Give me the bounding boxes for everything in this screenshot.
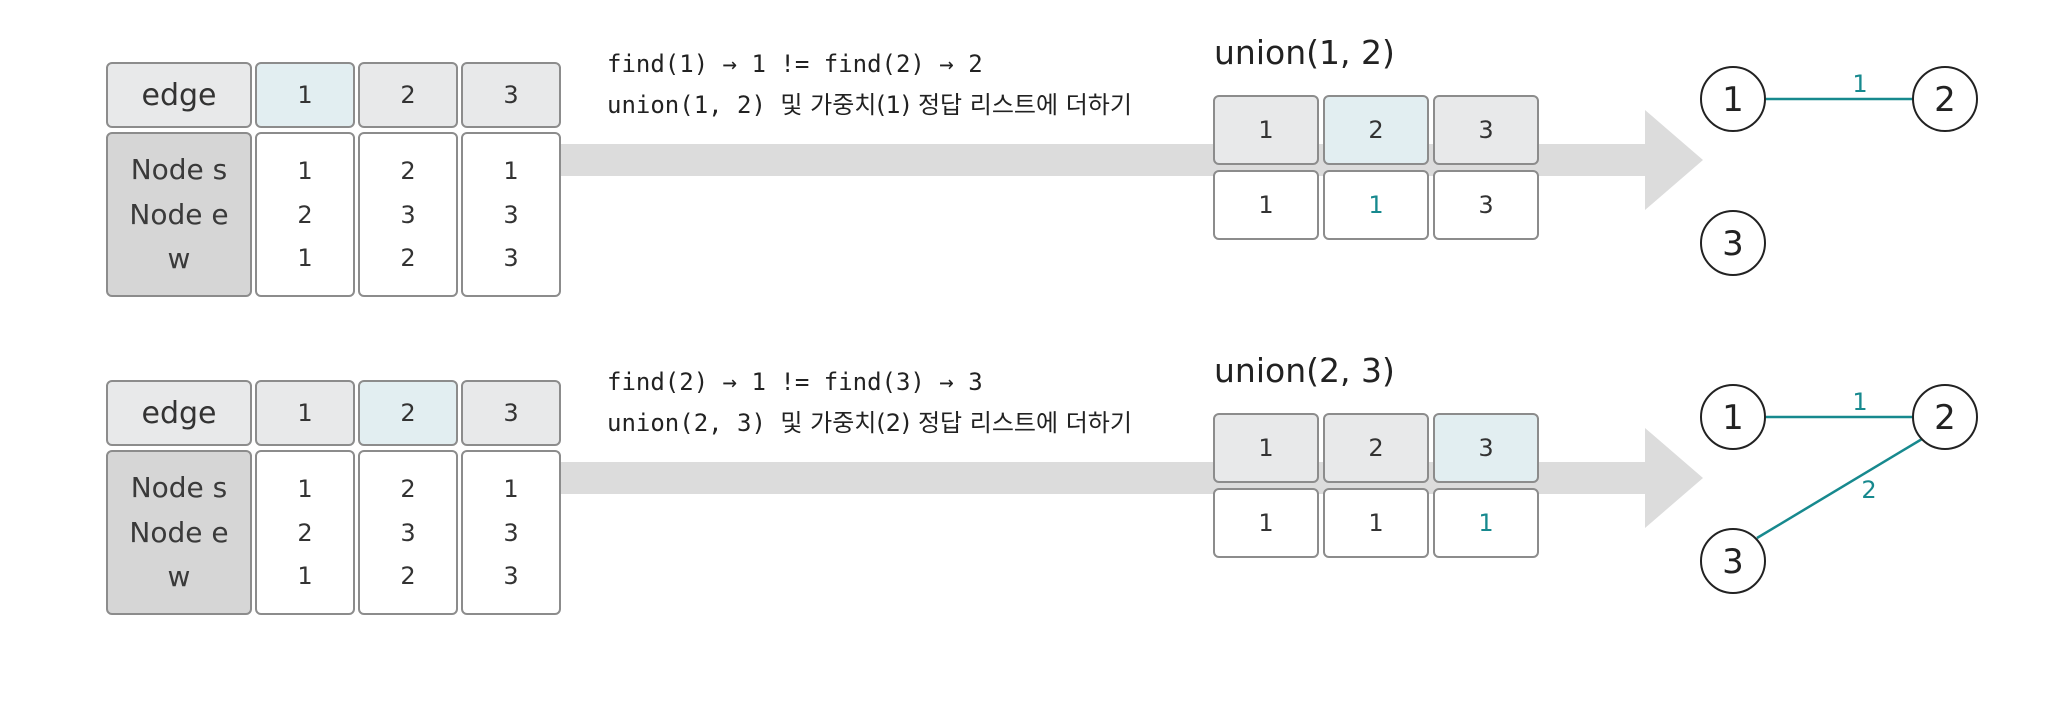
union-action-text: union(2, 3) 및 가중치(2) 정답 리스트에 더하기 bbox=[607, 411, 1132, 435]
edge-index-cell: 3 bbox=[461, 380, 561, 446]
row-label: Node s bbox=[130, 471, 228, 505]
node-s-value: 1 bbox=[503, 157, 519, 186]
parent-value-cell: 1 bbox=[1323, 488, 1429, 558]
node-label: 2 bbox=[1934, 80, 1956, 120]
edge-data-column: 2 3 2 bbox=[358, 132, 458, 297]
edge-data-column: 2 3 2 bbox=[358, 450, 458, 615]
weight-value: 3 bbox=[503, 561, 519, 590]
graph-diagram: 1 1 2 3 bbox=[1700, 66, 1978, 276]
node-s-value: 2 bbox=[400, 475, 416, 504]
node-e-value: 2 bbox=[297, 518, 313, 547]
parent-header-cell: 2 bbox=[1323, 413, 1429, 483]
parent-value-cell: 3 bbox=[1433, 170, 1539, 240]
row-label-column: Node s Node e w bbox=[106, 132, 252, 297]
node-s-value: 1 bbox=[503, 475, 519, 504]
union-action-text: union(1, 2) 및 가중치(1) 정답 리스트에 더하기 bbox=[607, 93, 1132, 117]
row-label: Node e bbox=[129, 515, 229, 549]
row-label: w bbox=[167, 559, 191, 593]
edge-weight-label: 1 bbox=[1852, 388, 1867, 416]
row-label: Node s bbox=[130, 153, 228, 187]
node-e-value: 3 bbox=[503, 518, 519, 547]
node-s-value: 1 bbox=[297, 475, 313, 504]
graph-node-1 bbox=[1700, 66, 1766, 132]
edge-index-cell: 2 bbox=[358, 62, 458, 128]
edge-weight-label: 2 bbox=[1861, 476, 1876, 504]
parent-value-cell: 1 bbox=[1213, 170, 1319, 240]
union-call: union(1, 2) bbox=[607, 91, 766, 119]
edge-index-cell: 2 bbox=[358, 380, 458, 446]
graph-node-2 bbox=[1912, 384, 1978, 450]
row-label-column: Node s Node e w bbox=[106, 450, 252, 615]
union-description: 및 가중치(1) 정답 리스트에 더하기 bbox=[780, 91, 1132, 119]
edge-data-column: 1 2 1 bbox=[255, 450, 355, 615]
node-e-value: 3 bbox=[400, 200, 416, 229]
find-comparison-text: find(1) → 1 != find(2) → 2 bbox=[607, 50, 983, 78]
parent-header-cell: 3 bbox=[1433, 95, 1539, 165]
edge-data-column: 1 2 1 bbox=[255, 132, 355, 297]
node-label: 1 bbox=[1722, 80, 1744, 120]
row-label: Node e bbox=[129, 197, 229, 231]
edge-index-cell: 1 bbox=[255, 380, 355, 446]
edge-index-cell: 3 bbox=[461, 62, 561, 128]
edge-index-cell: 1 bbox=[255, 62, 355, 128]
row-label: w bbox=[167, 241, 191, 275]
parent-value-cell-updated: 1 bbox=[1323, 170, 1429, 240]
step-panel-2: edge 1 2 3 Node s Node e w 1 2 1 2 3 2 1… bbox=[0, 318, 2070, 648]
step-arrow bbox=[560, 110, 1703, 210]
parent-value-cell-updated: 1 bbox=[1433, 488, 1539, 558]
graph-node-3 bbox=[1700, 528, 1766, 594]
weight-value: 1 bbox=[297, 561, 313, 590]
parent-header-cell: 1 bbox=[1213, 95, 1319, 165]
step-arrow bbox=[560, 428, 1703, 528]
step-panel-1: edge 1 2 3 Node s Node e w 1 2 1 2 3 2 1… bbox=[0, 0, 2070, 330]
node-label: 1 bbox=[1722, 398, 1744, 438]
weight-value: 3 bbox=[503, 243, 519, 272]
parent-header-cell: 2 bbox=[1323, 95, 1429, 165]
union-call: union(2, 3) bbox=[607, 409, 766, 437]
weight-value: 1 bbox=[297, 243, 313, 272]
edge-header-cell: edge bbox=[106, 380, 252, 446]
edge-weight-label: 1 bbox=[1852, 70, 1867, 98]
weight-value: 2 bbox=[400, 561, 416, 590]
node-e-value: 2 bbox=[297, 200, 313, 229]
node-e-value: 3 bbox=[503, 200, 519, 229]
node-e-value: 3 bbox=[400, 518, 416, 547]
edge-data-column: 1 3 3 bbox=[461, 132, 561, 297]
node-s-value: 1 bbox=[297, 157, 313, 186]
graph-node-2 bbox=[1912, 66, 1978, 132]
parent-header-cell: 1 bbox=[1213, 413, 1319, 483]
find-comparison-text: find(2) → 1 != find(3) → 3 bbox=[607, 368, 983, 396]
parent-header-cell: 3 bbox=[1433, 413, 1539, 483]
node-label: 3 bbox=[1722, 542, 1744, 582]
graph-node-1 bbox=[1700, 384, 1766, 450]
edge-data-column: 1 3 3 bbox=[461, 450, 561, 615]
graph-node-3 bbox=[1700, 210, 1766, 276]
edge-header-cell: edge bbox=[106, 62, 252, 128]
graph-diagram: 1 2 1 2 3 bbox=[1700, 384, 1978, 594]
node-label: 3 bbox=[1722, 224, 1744, 264]
weight-value: 2 bbox=[400, 243, 416, 272]
union-description: 및 가중치(2) 정답 리스트에 더하기 bbox=[780, 409, 1132, 437]
union-title: union(2, 3) bbox=[1214, 351, 1395, 390]
parent-value-cell: 1 bbox=[1213, 488, 1319, 558]
graph-edge-2-3 bbox=[1756, 437, 1923, 540]
node-label: 2 bbox=[1934, 398, 1956, 438]
union-title: union(1, 2) bbox=[1214, 33, 1395, 72]
node-s-value: 2 bbox=[400, 157, 416, 186]
